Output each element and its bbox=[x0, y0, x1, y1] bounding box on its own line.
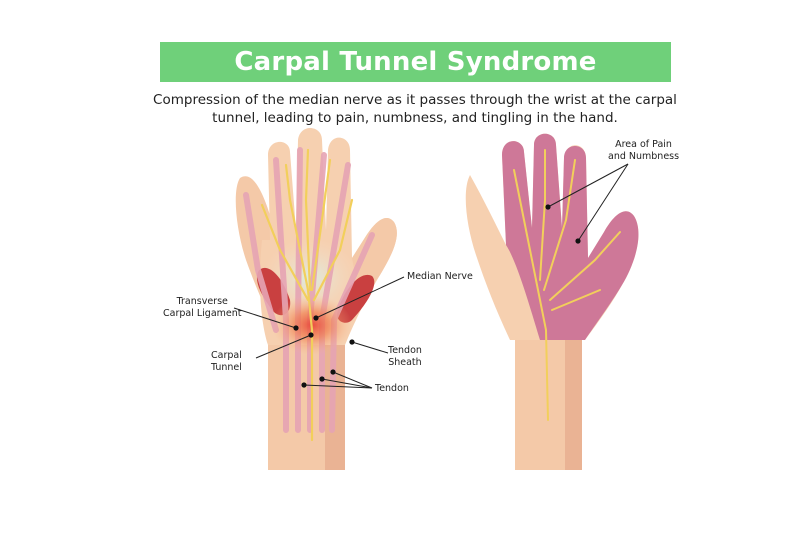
label-median-nerve: Median Nerve bbox=[407, 271, 473, 283]
label-pain-line-2: and Numbness bbox=[608, 151, 680, 162]
subtitle: Compression of the median nerve as it pa… bbox=[150, 91, 680, 127]
label-pain-line-1: Area of Pain bbox=[615, 139, 672, 150]
callout-dots bbox=[293, 204, 581, 388]
label-tendon: Tendon bbox=[375, 383, 409, 395]
left-hand bbox=[235, 127, 397, 470]
label-tendon-sheath: Tendon Sheath bbox=[388, 345, 422, 369]
page-title: Carpal Tunnel Syndrome bbox=[234, 47, 597, 77]
label-carpal-line-2: Tunnel bbox=[211, 362, 242, 373]
label-carpal-tunnel: Carpal Tunnel bbox=[211, 350, 242, 374]
label-area-of-pain: Area of Pain and Numbness bbox=[608, 139, 679, 163]
label-transverse-carpal-ligament: Transverse Carpal Ligament bbox=[163, 296, 242, 320]
subtitle-line-1: Compression of the median nerve as it pa… bbox=[153, 92, 677, 108]
right-hand bbox=[465, 133, 639, 470]
label-sheath-line-2: Sheath bbox=[388, 357, 422, 368]
label-median-nerve-text: Median Nerve bbox=[407, 271, 473, 282]
label-carpal-line-1: Carpal bbox=[211, 350, 242, 361]
label-transverse-line-1: Transverse bbox=[176, 296, 228, 307]
label-tendon-text: Tendon bbox=[375, 383, 409, 394]
leader-lines bbox=[233, 163, 629, 389]
label-sheath-line-1: Tendon bbox=[388, 345, 422, 356]
title-banner: Carpal Tunnel Syndrome bbox=[160, 42, 671, 82]
label-transverse-line-2: Carpal Ligament bbox=[163, 308, 242, 319]
subtitle-line-2: tunnel, leading to pain, numbness, and t… bbox=[212, 110, 618, 126]
